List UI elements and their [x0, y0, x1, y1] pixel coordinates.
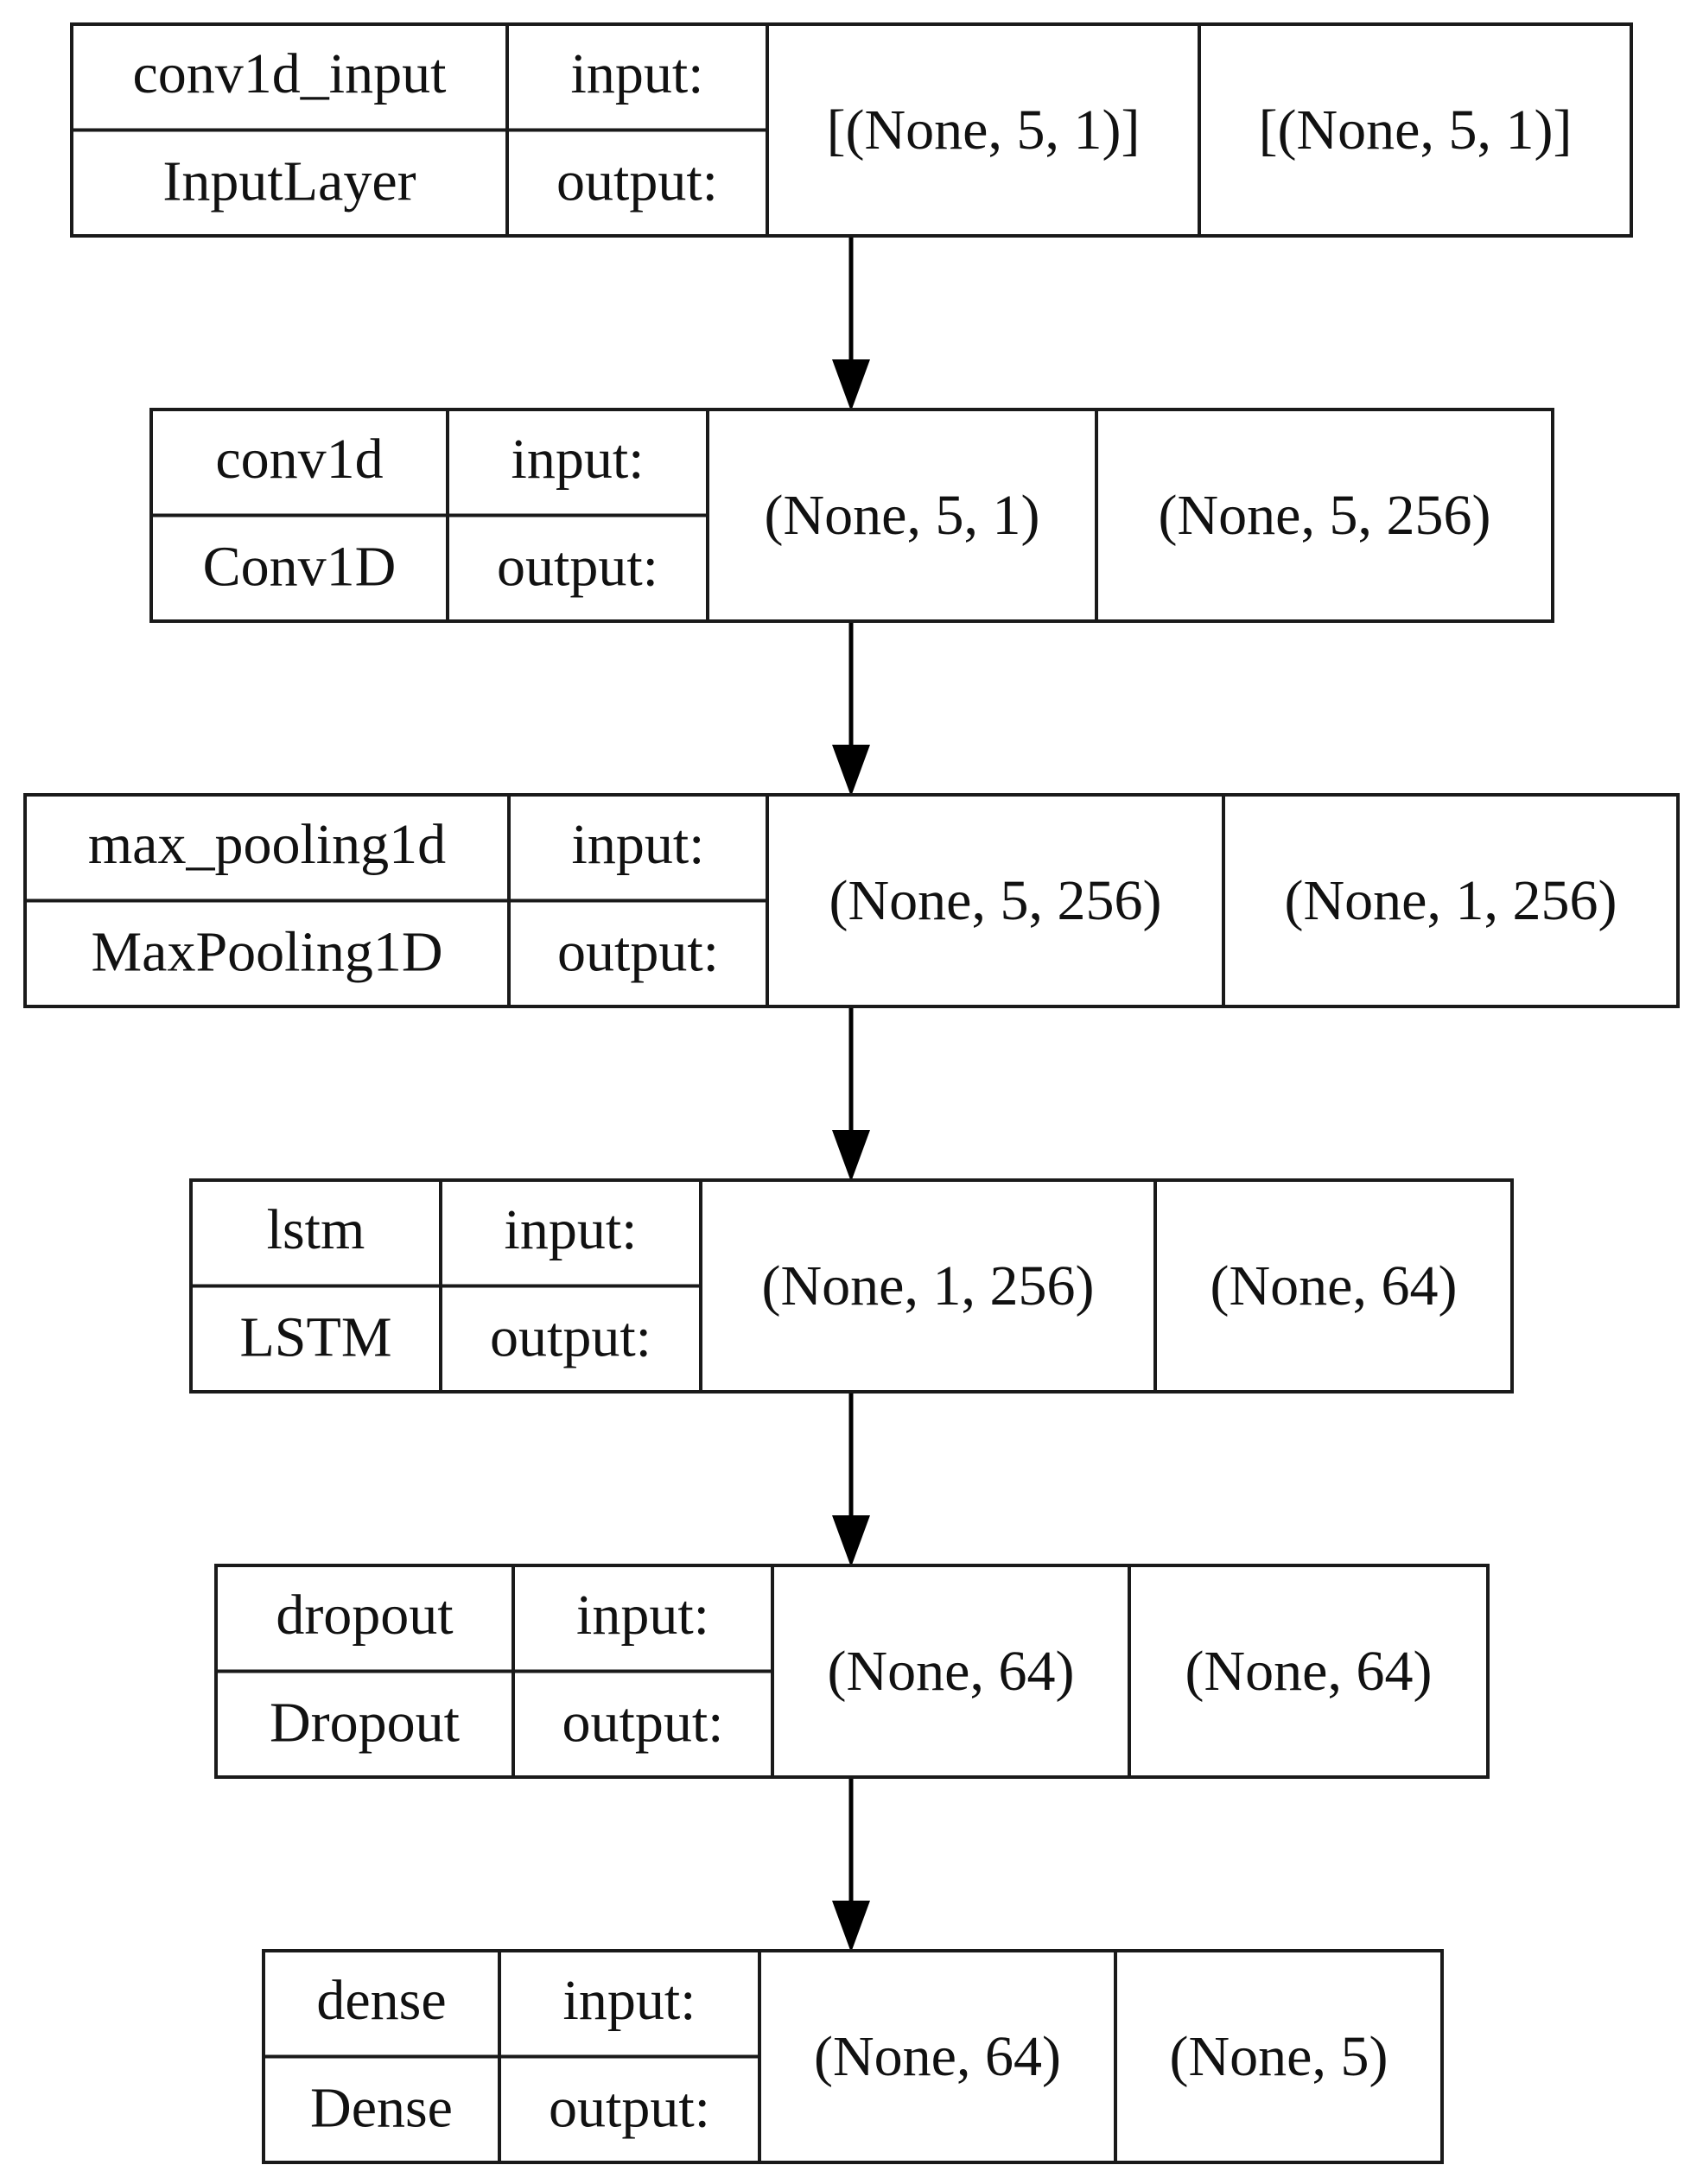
layer-name: conv1d_input: [133, 42, 447, 105]
input-shape: (None, 1, 256): [762, 1254, 1095, 1317]
input-shape: [(None, 5, 1)]: [827, 98, 1141, 162]
output-label: output:: [549, 2076, 710, 2139]
input-label: input:: [511, 428, 644, 491]
arrowhead-icon: [832, 1901, 870, 1952]
input-label: input:: [576, 1584, 709, 1647]
layer-type: Dropout: [270, 1691, 460, 1754]
edge-arrow: [832, 621, 870, 797]
output-label: output:: [490, 1305, 651, 1368]
output-label: output:: [557, 920, 719, 983]
layer-type: MaxPooling1D: [91, 920, 442, 983]
input-label: input:: [562, 1969, 696, 2032]
layer-type: InputLayer: [162, 149, 416, 213]
output-shape: (None, 64): [1211, 1254, 1458, 1317]
input-label: input:: [504, 1198, 637, 1261]
input-shape: (None, 5, 256): [829, 869, 1162, 932]
edge-arrow: [832, 1392, 870, 1567]
output-label: output:: [562, 1691, 723, 1754]
output-shape: (None, 5, 256): [1159, 484, 1491, 547]
input-label: input:: [570, 42, 703, 105]
input-shape: (None, 5, 1): [765, 484, 1040, 547]
arrowhead-icon: [832, 1130, 870, 1182]
input-shape: (None, 64): [814, 2025, 1061, 2088]
output-label: output:: [556, 149, 718, 213]
input-shape: (None, 64): [828, 1640, 1075, 1703]
output-shape: (None, 5): [1170, 2025, 1388, 2088]
output-shape: (None, 1, 256): [1285, 869, 1617, 932]
edge-arrow: [832, 1006, 870, 1182]
layer-name: max_pooling1d: [88, 813, 446, 876]
layer-type: LSTM: [239, 1305, 391, 1368]
layer-type: Conv1D: [203, 535, 397, 598]
arrowhead-icon: [832, 745, 870, 797]
layer-type: Dense: [310, 2076, 453, 2139]
output-label: output:: [497, 535, 658, 598]
edge-arrow: [832, 236, 870, 411]
input-label: input:: [571, 813, 704, 876]
layer-name: lstm: [267, 1198, 365, 1261]
layer-name: conv1d: [215, 428, 383, 491]
arrowhead-icon: [832, 359, 870, 411]
output-shape: (None, 64): [1185, 1640, 1433, 1703]
layer-name: dropout: [276, 1584, 453, 1647]
layer-name: dense: [316, 1969, 446, 2032]
edge-arrow: [832, 1777, 870, 1952]
arrowhead-icon: [832, 1515, 870, 1567]
output-shape: [(None, 5, 1)]: [1259, 98, 1573, 162]
